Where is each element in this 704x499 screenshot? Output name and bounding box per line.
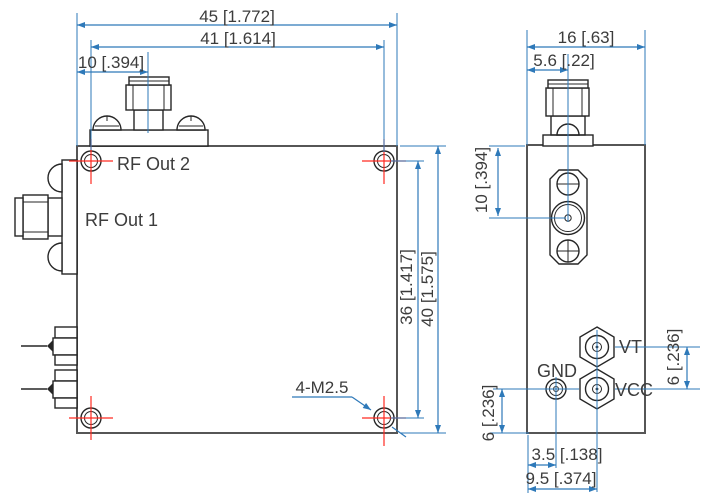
side-view-dimensions	[489, 30, 700, 493]
label-vcc: VCC	[615, 380, 653, 400]
dim-front-connector-offset-y: 10 [.394]	[472, 147, 491, 213]
top-sma-connector	[89, 76, 209, 147]
label-rf-out-2: RF Out 2	[117, 154, 190, 174]
dim-vt-vcc-spacing: 6 [.236]	[664, 329, 683, 386]
label-vt: VT	[619, 337, 642, 357]
mounting-hole-bottom-left	[69, 396, 113, 440]
front-view-dimensions	[76, 13, 446, 438]
dim-overall-depth: 16 [.63]	[558, 28, 615, 47]
dim-hole-span-x: 41 [1.614]	[200, 29, 276, 48]
dc-feedthrough-vt	[21, 326, 78, 366]
dim-gnd-offset-x: 3.5 [.138]	[532, 445, 603, 464]
dc-feedthrough-vcc	[21, 369, 78, 409]
label-mounting-holes: 4-M2.5	[296, 378, 349, 397]
screw-dome-bottom-icon	[47, 242, 63, 272]
label-rf-out-1: RF Out 1	[85, 210, 158, 230]
dim-vcc-offset-x: 9.5 [.374]	[526, 469, 597, 488]
solder-pin-taper-icon	[47, 383, 53, 395]
screw-dome-left-icon	[92, 115, 122, 131]
dim-top-connector-offset: 10 [.394]	[78, 53, 144, 72]
screw-dome-top-icon	[47, 163, 63, 193]
label-gnd: GND	[537, 361, 577, 381]
solder-pin-taper-icon	[47, 340, 53, 352]
dim-overall-height: 40 [1.575]	[418, 251, 437, 327]
dim-vcc-bottom-offset: 6 [.236]	[479, 385, 498, 442]
dim-top-connector-offset: 5.6 [.22]	[533, 51, 594, 70]
dim-hole-span-y: 36 [1.417]	[397, 249, 416, 325]
side-view: 16 [.63] 5.6 [.22] 10 [.394] 6 [.236] 6 …	[472, 28, 700, 493]
front-view: 45 [1.772] 41 [1.614] 10 [.394] 36 [1.41…	[14, 7, 446, 446]
front-body-outline	[76, 145, 398, 434]
screw-dome-right-icon	[176, 115, 206, 131]
left-sma-connector	[14, 159, 78, 275]
dim-overall-width: 45 [1.772]	[199, 7, 275, 26]
mounting-hole-bottom-right	[362, 396, 406, 446]
